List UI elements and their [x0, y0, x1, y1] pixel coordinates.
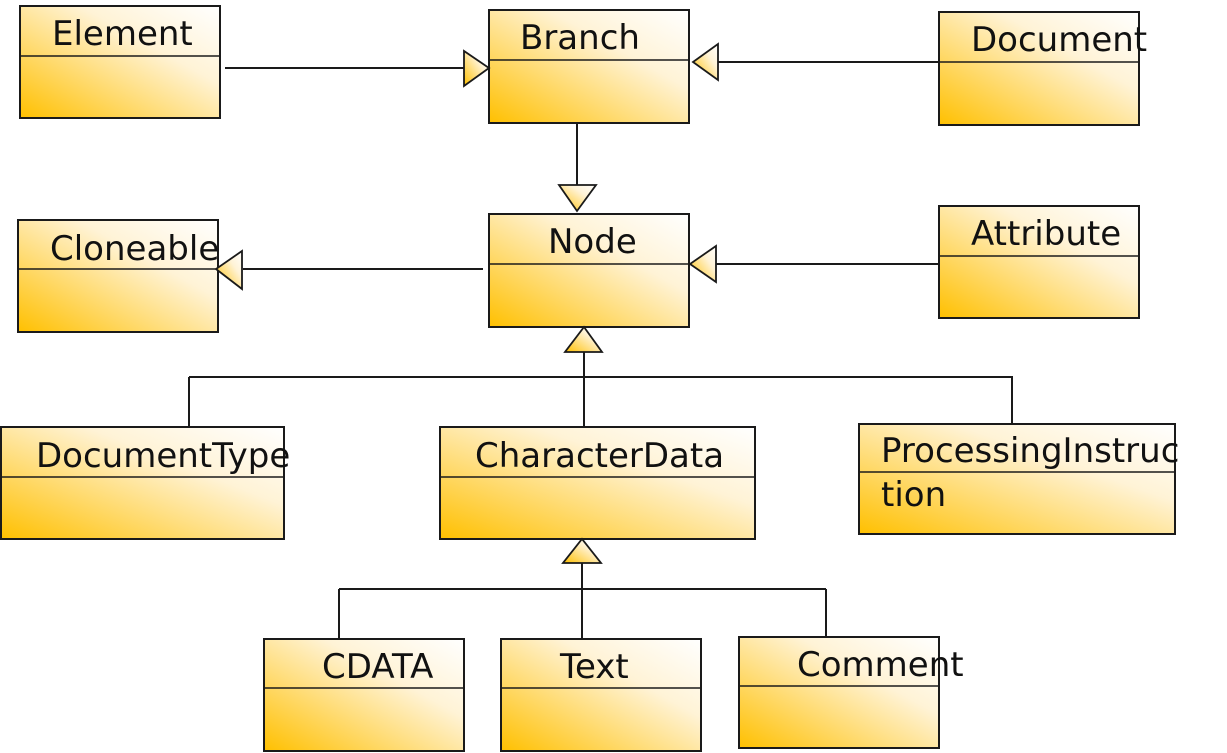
class-name-processinginstruction-line2: tion [881, 475, 946, 515]
class-name-characterdata: CharacterData [475, 436, 724, 476]
class-name-processinginstruction-line1: ProcessingInstruc [881, 431, 1179, 471]
class-name-cdata: CDATA [322, 647, 433, 687]
class-box-branch[interactable]: Branch [488, 9, 690, 124]
arrowheads [214, 42, 719, 564]
arrowhead-subclasses-characterdata [561, 537, 603, 564]
arrowhead-attribute-node [688, 244, 717, 284]
class-box-documenttype[interactable]: DocumentType [0, 426, 290, 540]
class-name-documenttype: DocumentType [36, 436, 290, 476]
arrowhead-subclasses-node [563, 325, 604, 353]
connectors [188, 61, 1013, 639]
class-name-node: Node [548, 222, 637, 262]
class-name-element: Element [52, 14, 193, 54]
arrowhead-branch-node [557, 184, 598, 213]
arrowhead-element-branch [463, 49, 491, 88]
class-box-characterdata[interactable]: CharacterData [439, 426, 756, 540]
class-box-cdata[interactable]: CDATA [263, 638, 465, 752]
class-box-element[interactable]: Element [19, 5, 221, 119]
class-name-branch: Branch [520, 18, 640, 58]
class-name-text: Text [559, 647, 629, 687]
class-box-node[interactable]: Node [488, 213, 690, 328]
class-box-document[interactable]: Document [938, 11, 1147, 126]
class-name-comment: Comment [797, 645, 964, 685]
arrowhead-document-branch [691, 42, 719, 82]
class-box-cloneable[interactable]: Cloneable [17, 219, 219, 333]
class-box-attribute[interactable]: Attribute [938, 205, 1140, 319]
class-box-text[interactable]: Text [500, 638, 702, 752]
class-name-document: Document [971, 20, 1147, 60]
class-box-comment[interactable]: Comment [738, 636, 964, 749]
class-name-cloneable: Cloneable [50, 229, 219, 269]
arrowhead-node-cloneable [214, 249, 243, 291]
class-box-processinginstruction[interactable]: ProcessingInstruc tion [858, 423, 1179, 535]
class-name-attribute: Attribute [971, 214, 1121, 254]
